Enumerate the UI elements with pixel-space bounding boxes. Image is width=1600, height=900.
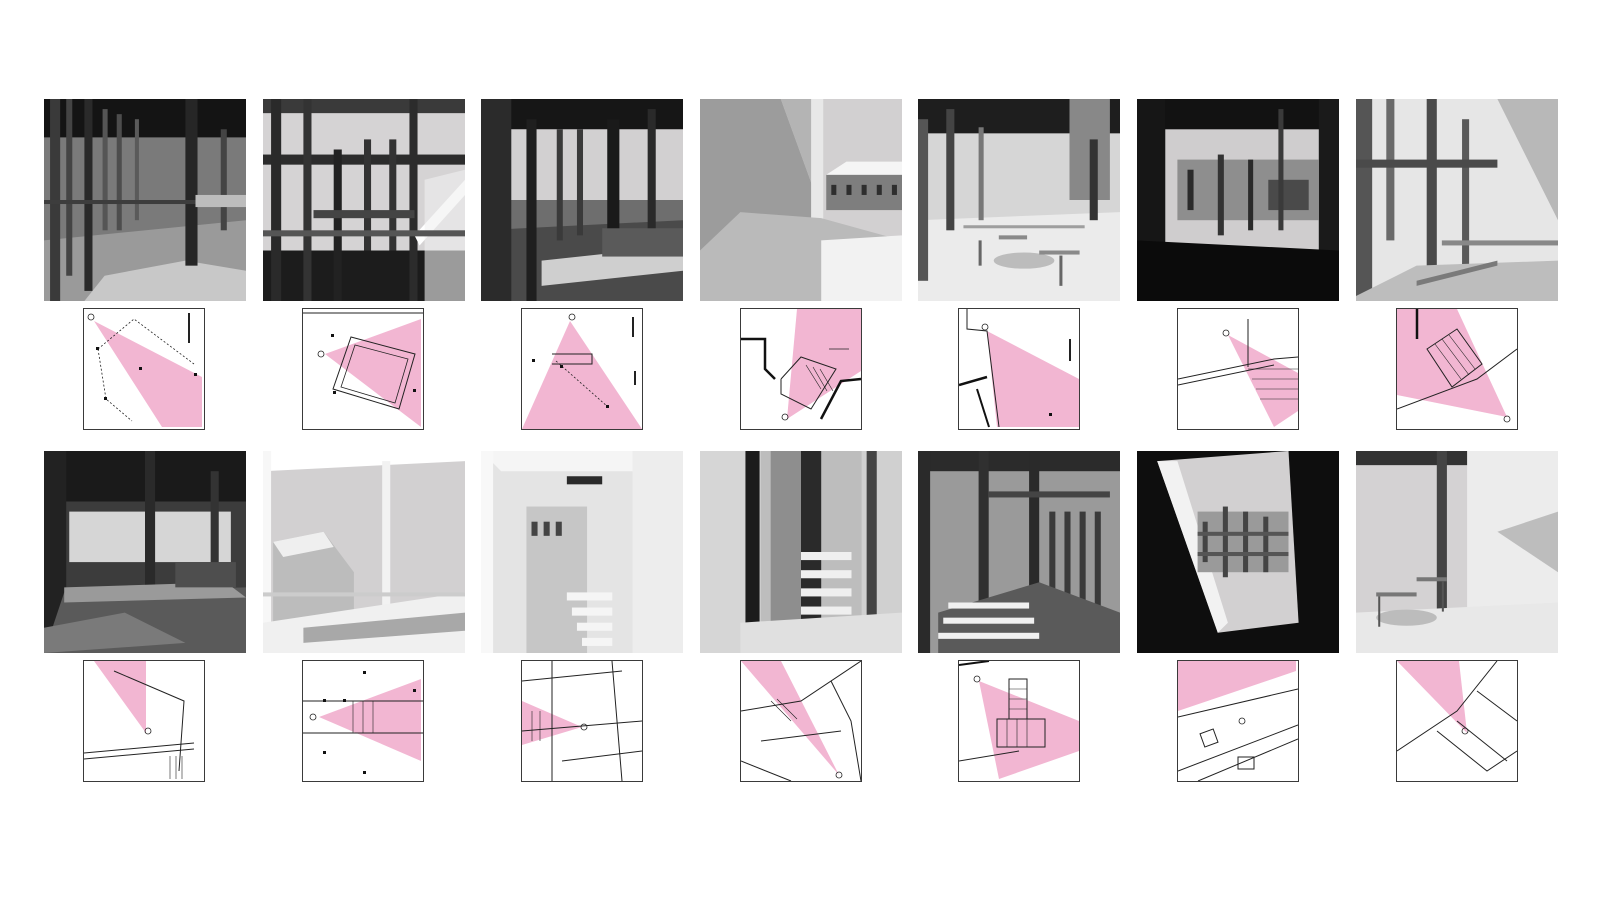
render-9 (263, 451, 465, 653)
plan-view-8 (83, 660, 205, 782)
render-10 (481, 451, 683, 653)
render-7 (1356, 99, 1558, 301)
render-3 (481, 99, 683, 301)
plan-view-12 (958, 660, 1080, 782)
render-2 (263, 99, 465, 301)
plan-view-13 (1177, 660, 1299, 782)
plan-view-10 (521, 660, 643, 782)
render-14 (1356, 451, 1558, 653)
plan-view-6 (1177, 308, 1299, 430)
plan-view-5 (958, 308, 1080, 430)
render-1 (44, 99, 246, 301)
render-11 (700, 451, 902, 653)
plan-view-11 (740, 660, 862, 782)
render-6 (1137, 99, 1339, 301)
render-13 (1137, 451, 1339, 653)
plan-view-4 (740, 308, 862, 430)
render-5 (918, 99, 1120, 301)
plan-view-14 (1396, 660, 1518, 782)
render-4 (700, 99, 902, 301)
plan-view-1 (83, 308, 205, 430)
render-8 (44, 451, 246, 653)
plan-view-7 (1396, 308, 1518, 430)
plan-view-3 (521, 308, 643, 430)
plan-view-2 (302, 308, 424, 430)
plan-view-9 (302, 660, 424, 782)
render-12 (918, 451, 1120, 653)
